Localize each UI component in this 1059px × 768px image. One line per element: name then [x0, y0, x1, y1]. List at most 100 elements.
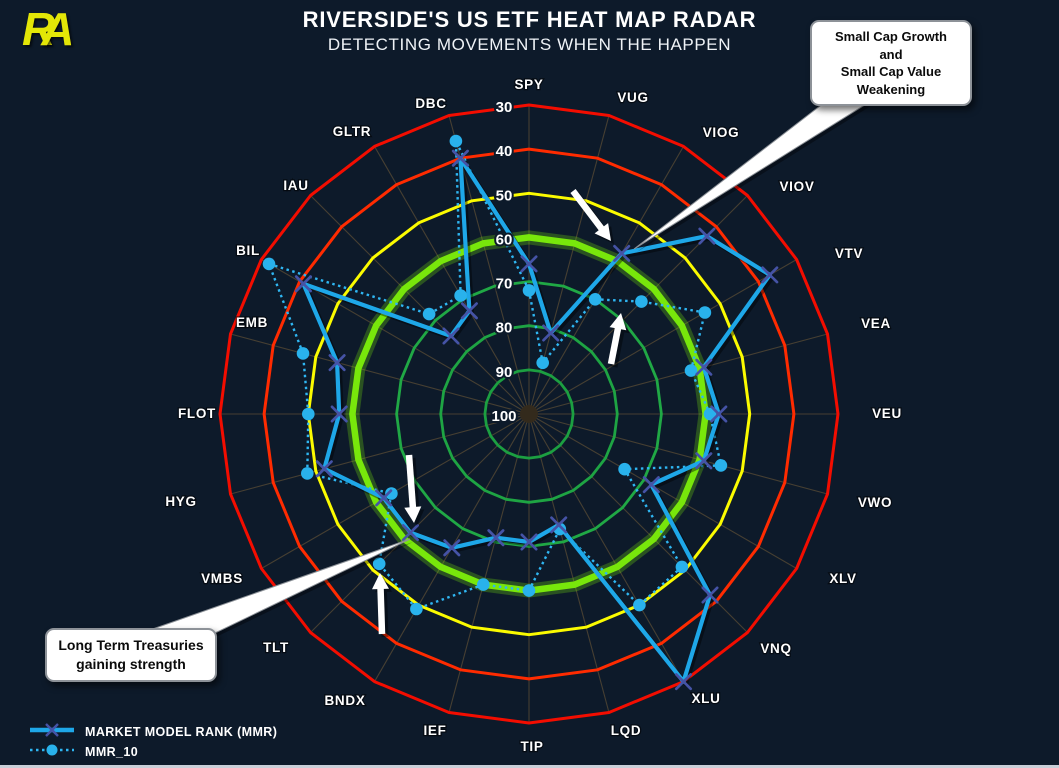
- brand-logo: RA: [22, 2, 74, 56]
- mmr10-point-VWO: [714, 459, 728, 472]
- legend-label-mmr: MARKET MODEL RANK (MMR): [85, 725, 278, 739]
- mmr-point-SPY: [520, 255, 538, 273]
- arrow-head-0: [594, 223, 611, 241]
- mmr10-point-HYG: [301, 467, 314, 480]
- axis-label-DBC: DBC: [415, 96, 446, 111]
- mmr-point-VNQ: [701, 586, 719, 604]
- legend-x-marker-icon: [45, 722, 59, 737]
- axis-label-GLTR: GLTR: [333, 124, 372, 139]
- mmr-point-VIOG: [613, 244, 631, 262]
- axis-label-VWO: VWO: [858, 495, 892, 510]
- mmr10-point-VUG: [536, 356, 549, 370]
- mmr-point-DBC: [451, 149, 469, 167]
- ring-80: [439, 324, 619, 504]
- axis-label-IEF: IEF: [423, 723, 446, 738]
- mmr-point-VMBS: [375, 489, 393, 507]
- mmr-point-TLT: [401, 524, 419, 542]
- mmr10-point-VMBS: [385, 487, 398, 500]
- mmr10-point-TLT: [372, 557, 386, 571]
- mmr10-point-VIOG: [588, 293, 602, 306]
- legend-swatch-dotted-svg: [30, 744, 74, 755]
- mmr-point-IEF: [487, 529, 505, 547]
- mmr10-point-VEA: [684, 364, 698, 377]
- spoke-IAU: [310, 195, 530, 415]
- tick-label-40: 40: [496, 143, 513, 160]
- mmr10-point-XLV: [618, 462, 631, 476]
- annotation-arrow-1: [607, 313, 630, 368]
- mmr-point-VTV: [761, 266, 779, 284]
- mmr10-point-IAU: [422, 307, 436, 321]
- axis-label-VIOG: VIOG: [703, 125, 740, 140]
- legend-swatch-solid: [28, 722, 76, 743]
- axis-label-VTV: VTV: [835, 246, 863, 261]
- mmr-point-VEA: [695, 358, 713, 376]
- axis-label-HYG: HYG: [165, 494, 196, 509]
- annotation-arrow-0: [570, 189, 614, 244]
- spoke-HYG: [230, 413, 530, 495]
- ring-70: [395, 280, 663, 548]
- axis-label-VIOV: VIOV: [779, 179, 814, 194]
- callout-long-term-treasuries: Long Term Treasuries gaining strength: [45, 628, 217, 682]
- bottom-divider: [0, 765, 1059, 768]
- axis-label-VMBS: VMBS: [201, 571, 243, 586]
- axis-label-IAU: IAU: [283, 178, 308, 193]
- spoke-GLTR: [374, 146, 530, 415]
- tick-label-50: 50: [496, 187, 513, 204]
- callout-tail-shadow-small-cap: [637, 102, 874, 252]
- tick-label-30: 30: [496, 99, 513, 116]
- mmr-point-VEU: [710, 405, 728, 423]
- legend-item-mmr: MARKET MODEL RANK (MMR): [28, 722, 277, 742]
- spoke-VWO: [528, 413, 828, 495]
- mmr-point-XLU: [674, 673, 693, 691]
- spoke-VIOG: [528, 146, 684, 415]
- axis-label-VEA: VEA: [861, 316, 891, 331]
- mmr10-point-VIOV: [635, 295, 648, 308]
- mmr-point-XLV: [642, 476, 660, 494]
- axis-label-XLU: XLU: [691, 691, 720, 706]
- arrow-head-2: [404, 506, 422, 523]
- mmr10-point-VNQ: [675, 560, 689, 574]
- axis-label-VNQ: VNQ: [760, 641, 791, 656]
- callout-line: Small Cap Value: [840, 64, 942, 80]
- legend-swatch-solid-svg: [30, 722, 74, 737]
- spoke-LQD: [528, 413, 610, 713]
- spoke-EMB: [230, 333, 530, 415]
- mmr10-point-VTV: [698, 306, 712, 319]
- tick-label-60: 60: [496, 231, 513, 248]
- arrow-shadow-shaft: [610, 331, 625, 368]
- spoke-IEF: [448, 413, 530, 713]
- annotation-arrow-2: [404, 454, 425, 526]
- callout-small-cap-weakening: Small Cap Growth and Small Cap Value Wea…: [810, 20, 972, 107]
- logo-letter-a: A: [41, 3, 75, 55]
- mmr10-point-SPY: [522, 284, 536, 297]
- spoke-VUG: [528, 115, 610, 415]
- mmr-point-FLOT: [330, 405, 348, 423]
- mmr-point-EMB: [328, 354, 346, 372]
- mmr10-point-GLTR: [454, 289, 467, 302]
- axis-label-BIL: BIL: [236, 243, 260, 258]
- annotation-arrow-3: [372, 573, 392, 638]
- arrow-shaft-0: [570, 189, 606, 232]
- callout-line: gaining strength: [76, 655, 186, 672]
- spoke-TLT: [310, 413, 530, 633]
- legend-circle-marker-icon: [46, 744, 58, 755]
- callout-line: and: [879, 46, 903, 62]
- mmr-point-VUG: [542, 324, 560, 342]
- ring-90: [483, 368, 575, 460]
- mmr10-point-BIL: [262, 257, 276, 271]
- spoke-XLV: [528, 413, 797, 569]
- mmr10-point-IEF: [477, 578, 490, 591]
- axis-label-VEU: VEU: [872, 406, 902, 421]
- ring-30: [218, 103, 840, 725]
- mmr-point-VWO: [695, 452, 713, 470]
- axis-label-XLV: XLV: [829, 571, 856, 586]
- arrow-shaft-1: [607, 326, 622, 365]
- mmr10-point-DBC: [449, 134, 463, 148]
- mmr-point-BIL: [294, 275, 312, 293]
- legend-item-mmr10: MMR_10: [28, 742, 277, 762]
- legend-label-mmr10: MMR_10: [85, 745, 139, 759]
- callout-tail-small-cap: [633, 98, 873, 250]
- axis-label-VUG: VUG: [617, 90, 648, 105]
- tick-label-100: 100: [491, 408, 516, 425]
